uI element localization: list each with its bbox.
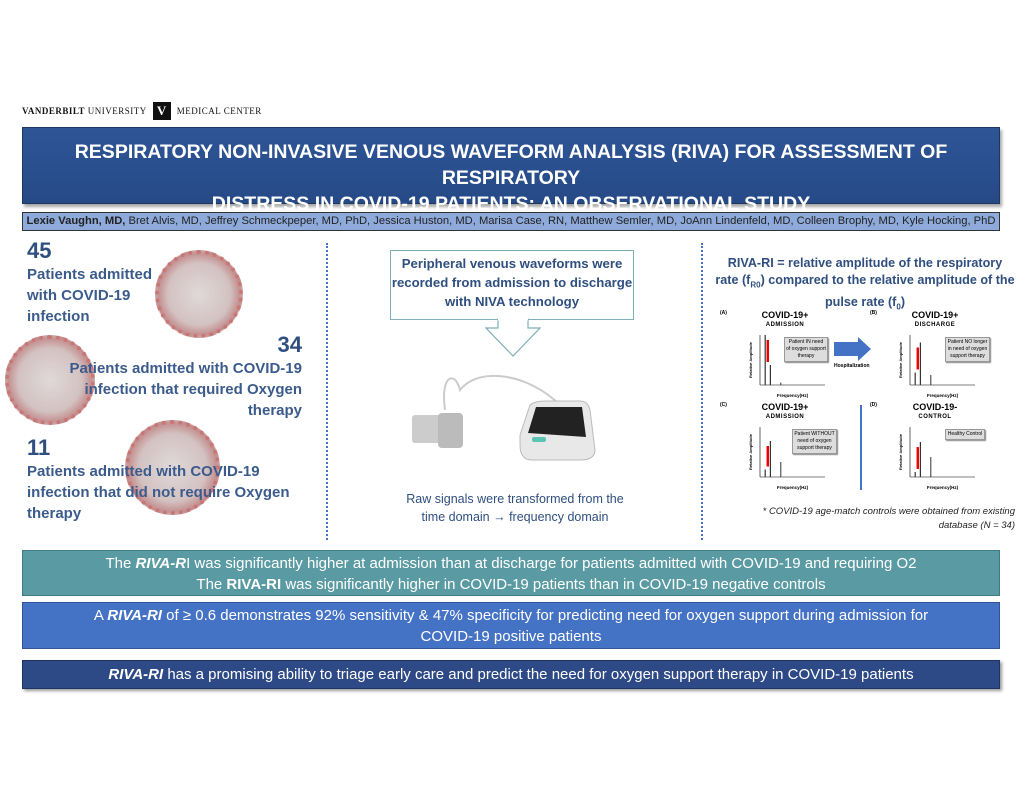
def-text: ) compared to the relative amplitude of … [760,273,1015,309]
panel-letter: (A) [720,310,727,316]
spectrum-plot: Relative Amplitude Frequency(Hz) [748,427,825,490]
text: has a promising ability to triage early … [163,666,914,683]
conclusion-line: The RIVA-RI was significantly higher in … [23,574,999,595]
method-callout: Peripheral venous waveforms were recorde… [390,250,634,320]
stat-number: 45 [27,238,52,263]
x-label: Frequency(Hz) [777,485,809,490]
panel-letter: (C) [720,402,727,408]
panel-title: COVID-19+ [761,310,809,320]
spectrum-panel: (C) COVID-19+ ADMISSION Relative Amplitu… [720,402,860,497]
panel-note: Patient IN need of oxygen support therap… [784,337,828,362]
conclusion-bar-1: The RIVA-RI was significantly higher at … [22,550,1000,596]
emphasis-wrap: RIVA-RI [107,607,162,624]
poster-title: RESPIRATORY NON-INVASIVE VENOUS WAVEFORM… [22,127,1000,215]
panel-note: Patient NO longer in need of oxygen supp… [945,337,990,362]
author-list: Lexie Vaughn, MD, Bret Alvis, MD, Jeffre… [22,212,1000,231]
riva-ri-definition: RIVA-RI = relative amplitude of the resp… [715,255,1015,315]
vanderbilt-v-icon: V [152,102,171,120]
text: of ≥ 0.6 demonstrates 92% sensitivity & … [161,607,929,645]
logo-text-right: MEDICAL CENTER [176,106,262,116]
y-label: Relative Amplitude [748,433,753,470]
y-label: Relative Amplitude [748,341,753,378]
emphasis: RIVA-RI [108,666,164,683]
virus-image [155,250,243,338]
emphasis: RIVA-RI [226,576,282,593]
logo-text-mid: UNIVERSITY [87,106,147,116]
text: was significantly higher in COVID-19 pat… [281,576,826,593]
spectrum-plot: Relative Amplitude Frequency(Hz) [898,335,975,398]
spectrum-panel: (B) COVID-19+ DISCHARGE Relative Amplitu… [870,310,1010,405]
virus-image [5,335,95,425]
method-caption: Raw signals were transformed from the ti… [370,490,660,526]
lead-author: Lexie Vaughn, MD, [26,215,126,227]
spectrum-panel: (A) COVID-19+ ADMISSION Relative Amplitu… [720,310,860,405]
stat-oxygen: 34 Patients admitted with COVID-19 infec… [60,332,302,421]
stat-admitted: 45 Patients admitted with COVID-19 infec… [27,238,162,327]
panel-letter: (D) [870,402,877,408]
x-label: Frequency(Hz) [927,393,959,398]
conclusion-bar-2: A RIVA-RI of ≥ 0.6 demonstrates 92% sens… [22,602,1000,649]
panel-subtitle: ADMISSION [765,414,805,420]
footnote: * COVID-19 age-match controls were obtai… [762,506,1015,531]
virus-image [125,420,220,515]
text: The [196,576,227,593]
panel-title: COVID-19+ [911,310,959,320]
title-line-2: DISTRESS IN COVID-19 PATIENTS: AN OBSERV… [211,193,811,215]
panel-title: COVID-19- [912,402,958,412]
def-text: ) [900,294,906,309]
niva-device-image [412,374,596,461]
def-sub: R0 [750,280,761,290]
logo-wordmark: VANDERBILT UNIVERSITY [22,106,147,116]
text: I was significantly higher at admission … [186,555,917,572]
panel-subtitle: DISCHARGE [914,322,956,328]
caption-line-1: Raw signals were transformed from the [406,492,624,506]
title-line-1: RESPIRATORY NON-INVASIVE VENOUS WAVEFORM… [74,141,948,189]
def-sub: 0 [896,302,901,312]
emphasis-wrap: RIVA-RI [108,666,163,683]
stat-number: 11 [27,435,51,460]
emphasis: RIVA-R [135,555,187,572]
logo-text-left: VANDERBILT [22,106,86,116]
y-label: Relative Amplitude [898,341,903,378]
panel-note: Patient WITHOUT need of oxygen support t… [792,429,837,454]
y-label: Relative Amplitude [898,433,903,470]
conclusion-line: The RIVA-RI was significantly higher at … [23,553,999,574]
emphasis: RIVA-RI [107,607,162,624]
panel-letter: (B) [870,310,877,316]
panel-subtitle: CONTROL [918,414,952,420]
stat-text: Patients admitted with COVID-19 infectio… [27,266,153,325]
vumc-logo: VANDERBILT UNIVERSITY V MEDICAL CENTER [22,102,262,120]
hospitalization-arrow-icon [834,337,871,361]
down-arrow-icon [485,318,541,357]
stat-no-oxygen: 11 Patients admitted with COVID-19 infec… [27,435,297,524]
conclusion-bar-3: RIVA-RI has a promising ability to triag… [22,660,1000,689]
panel-divider [860,405,862,490]
panel-note: Healthy Control [945,429,985,440]
spectrum-plot: Relative Amplitude Frequency(Hz) [898,427,975,490]
x-label: Frequency(Hz) [777,393,809,398]
text: The [105,555,136,572]
stat-text: Patients admitted with COVID-19 infectio… [27,463,290,522]
emphasis-wrap: RIVA-R [136,555,187,572]
x-label: Frequency(Hz) [927,485,959,490]
stat-text: Patients admitted with COVID-19 infectio… [69,360,302,419]
caption-line-2: time domain → frequency domain [421,510,609,524]
spectrum-plot: Relative Amplitude Frequency(Hz) [748,335,825,398]
spectrum-panel: (D) COVID-19- CONTROL Relative Amplitude… [870,402,1010,497]
def-text: RIVA-RI = relative amplitude of the resp… [715,256,1003,287]
stat-number: 34 [277,332,302,357]
hospitalization-label: Hospitalization [834,363,870,369]
text: A [93,607,108,624]
column-divider [701,243,703,540]
panel-title: COVID-19+ [761,402,809,412]
co-authors: Bret Alvis, MD, Jeffrey Schmeckpeper, MD… [125,215,996,227]
panel-subtitle: ADMISSION [765,322,805,328]
column-divider [326,243,328,540]
